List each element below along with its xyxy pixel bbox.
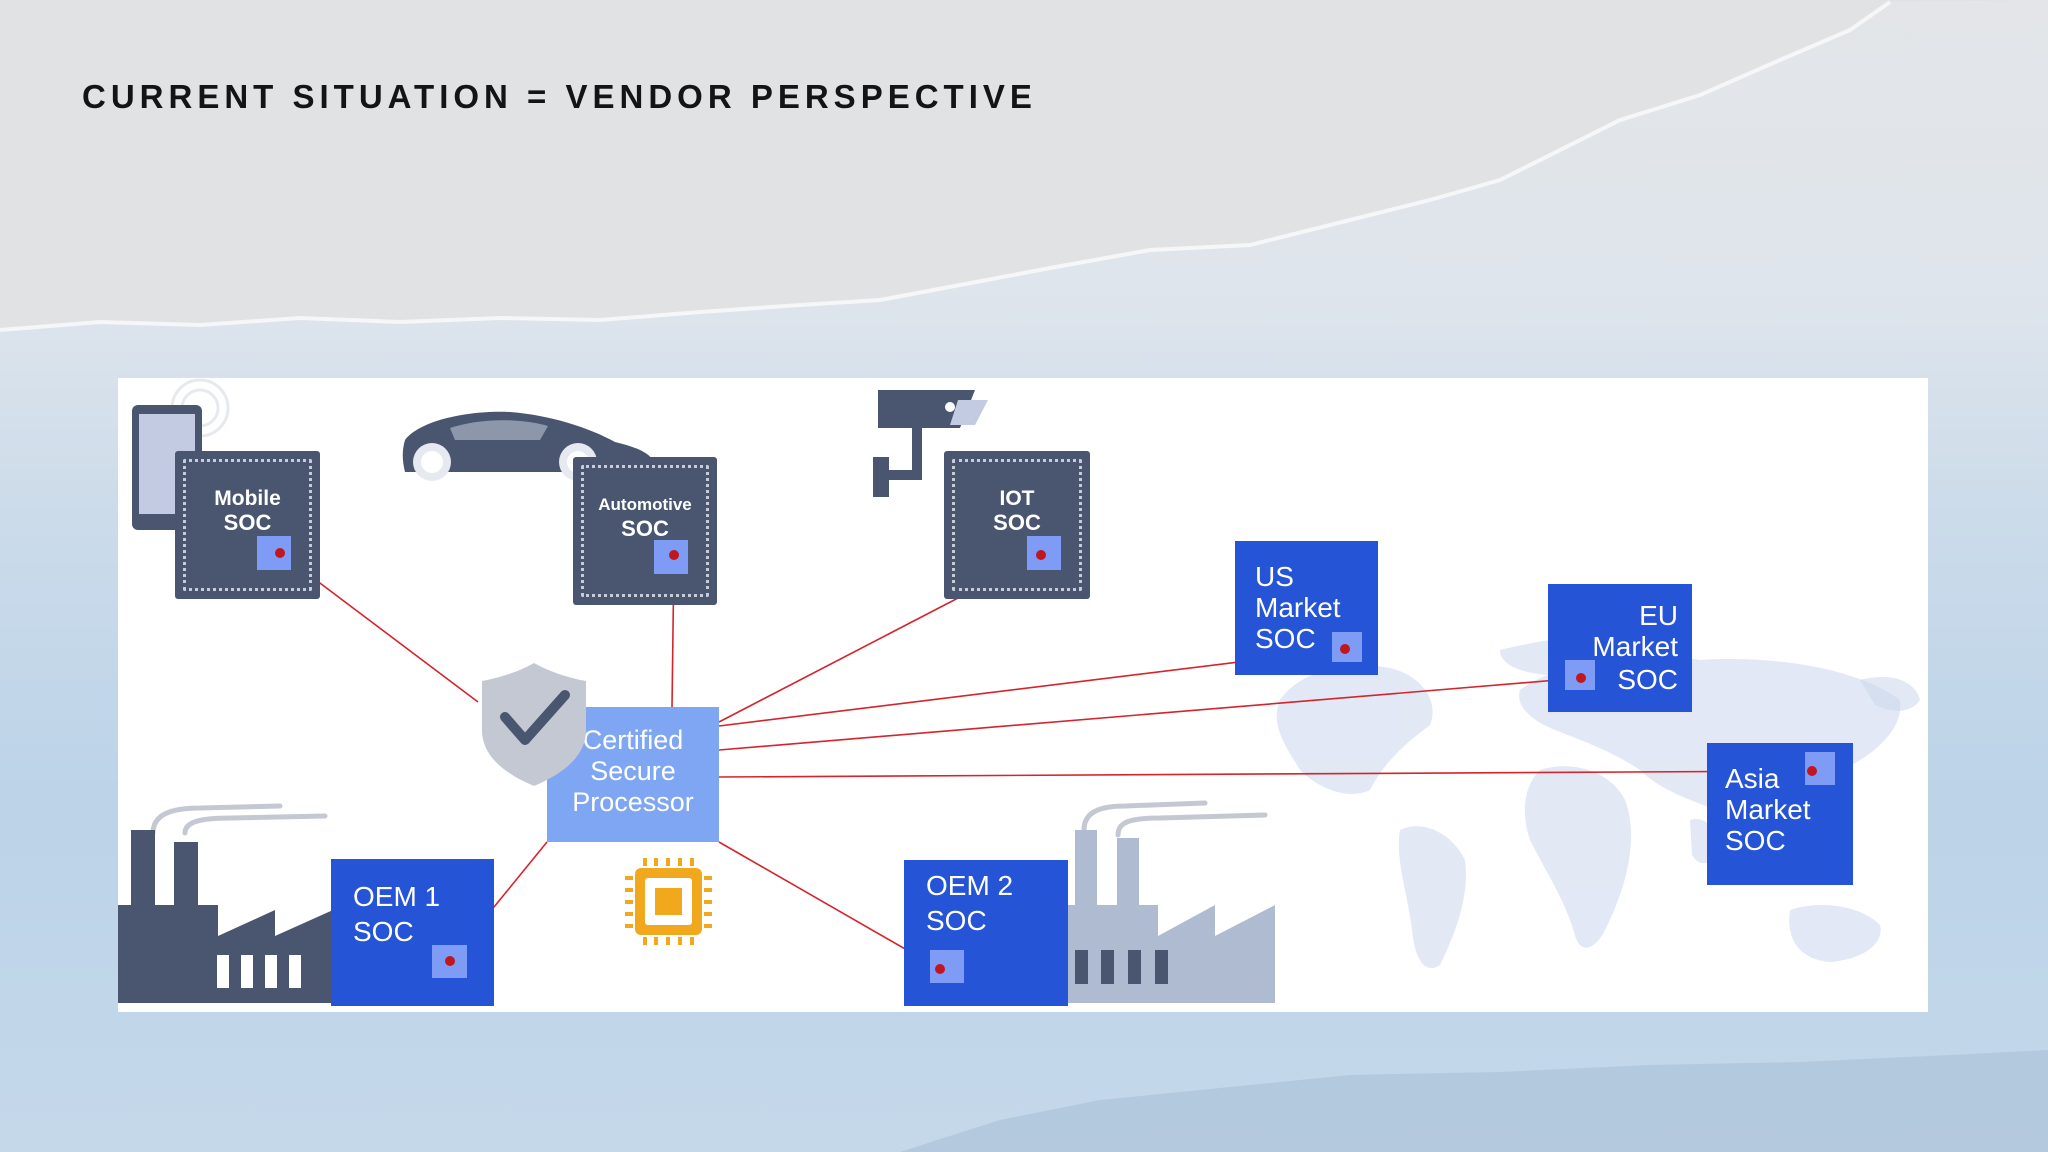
label-line: SOC	[1255, 623, 1316, 654]
label-line: Market	[1725, 794, 1811, 825]
iot-soc-port	[1027, 536, 1061, 570]
label-line: Asia	[1725, 763, 1780, 794]
oem2-soc: OEM 2 SOC	[904, 860, 1068, 1006]
us-market-soc-label: US Market SOC	[1255, 561, 1341, 654]
label-line: Processor	[572, 787, 694, 817]
certified-secure-processor-label: Certified Secure Processor	[547, 725, 719, 818]
label-line: EU	[1639, 600, 1678, 631]
mobile-soc-chip: Mobile SOC	[175, 451, 320, 599]
label-line: Market	[1592, 631, 1678, 662]
label-line: OEM 1	[353, 881, 441, 912]
label-line: SOC	[1725, 825, 1786, 856]
label-line: OEM 2	[926, 870, 1014, 901]
oem2-soc-port	[930, 950, 964, 983]
chip-pins	[183, 459, 312, 591]
slide-title: CURRENT SITUATION = VENDOR PERSPECTIVE	[82, 78, 1037, 115]
label-line: US	[1255, 561, 1294, 592]
iot-soc-chip: IOT SOC	[944, 451, 1090, 599]
automotive-soc-port	[654, 540, 688, 574]
oem2-soc-label: OEM 2 SOC	[926, 870, 1013, 936]
oem1-soc: OEM 1 SOC	[331, 859, 494, 1006]
iot-soc-label: IOT SOC	[944, 487, 1090, 535]
torn-paper-top	[0, 0, 2048, 330]
eu-market-soc-port	[1565, 660, 1595, 690]
us-market-soc: US Market SOC	[1235, 541, 1378, 675]
chip-label-line1: Automotive	[598, 495, 692, 514]
automotive-soc-chip: Automotive SOC	[573, 457, 717, 605]
mobile-soc-port	[257, 536, 291, 570]
chip-label-line2: SOC	[993, 510, 1041, 535]
label-line: Secure	[590, 756, 676, 786]
oem1-soc-label: OEM 1 SOC	[353, 881, 440, 947]
mobile-soc-label: Mobile SOC	[175, 487, 320, 535]
chip-label-line1: IOT	[999, 487, 1035, 510]
us-market-soc-port	[1332, 632, 1362, 662]
eu-market-soc-label: EU Market SOC	[1592, 600, 1678, 695]
automotive-soc-label: Automotive SOC	[573, 493, 717, 541]
torn-paper-top-edge	[0, 0, 1892, 332]
label-line: SOC	[1617, 664, 1678, 695]
label-line: Certified	[582, 725, 684, 755]
chip-pins	[581, 465, 709, 597]
label-line: SOC	[353, 916, 414, 947]
asia-market-soc: Asia Market SOC	[1707, 743, 1853, 885]
label-line: SOC	[926, 905, 987, 936]
asia-market-soc-label: Asia Market SOC	[1725, 763, 1811, 856]
chip-label-line2: SOC	[223, 510, 272, 535]
asia-market-soc-port	[1805, 752, 1835, 785]
oem1-soc-port	[432, 945, 467, 978]
certified-secure-processor: Certified Secure Processor	[547, 707, 719, 842]
chip-label-line2: SOC	[621, 516, 669, 541]
chip-label-line1: Mobile	[214, 487, 281, 510]
eu-market-soc: EU Market SOC	[1548, 584, 1692, 712]
label-line: Market	[1255, 592, 1341, 623]
torn-paper-bottom	[900, 1050, 2048, 1152]
chip-pins	[952, 459, 1082, 591]
